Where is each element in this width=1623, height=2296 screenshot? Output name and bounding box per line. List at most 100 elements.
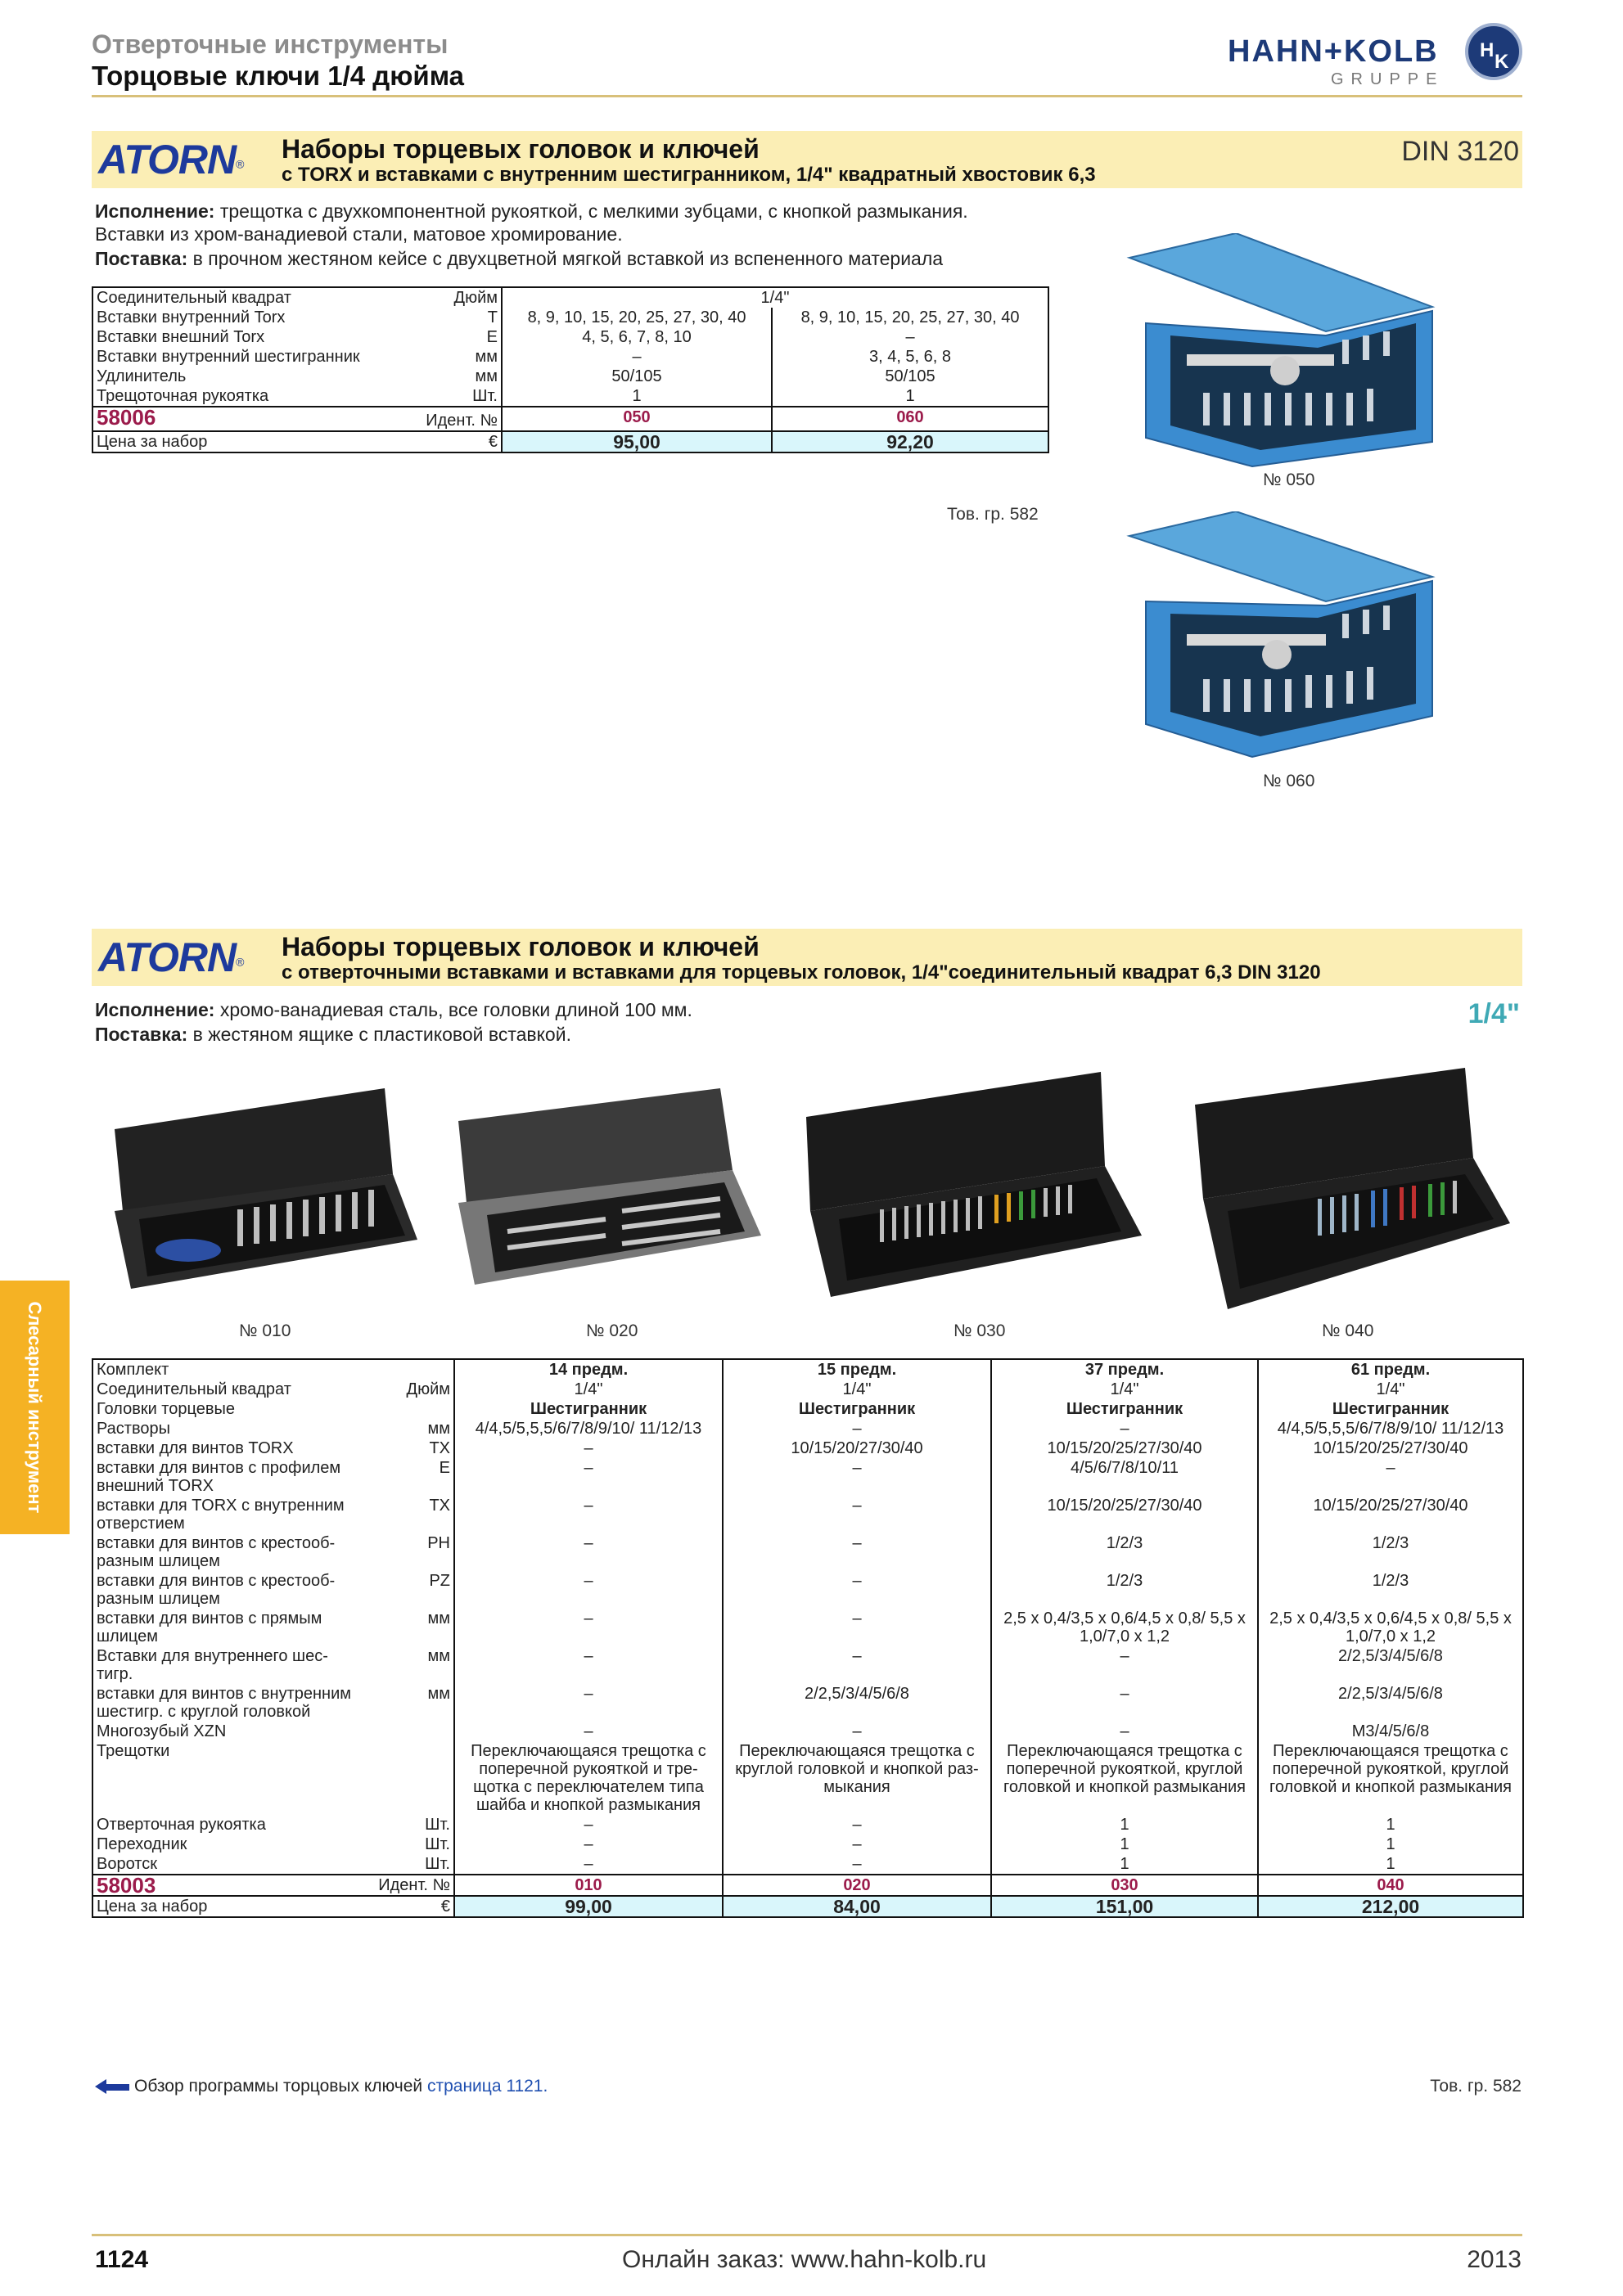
header-category: Отверточные инструменты [92, 29, 449, 59]
row-unit: мм [427, 1685, 451, 1703]
row-value: Переключающаяся трещотка с поперечной ру… [453, 1741, 723, 1815]
logo-gruppe: GRUPPE [1331, 70, 1445, 88]
row-value: 1 [501, 386, 773, 407]
row-value: 1/2/3 [990, 1533, 1258, 1571]
row-value: 50/105 [772, 367, 1049, 386]
row-value: – [722, 1458, 991, 1496]
table-row: Трещотки Переключающаяся трещотка с попер… [92, 1741, 1524, 1815]
row-value: 1 [772, 386, 1049, 407]
section2-header: ATORN® Наборы торцевых головок и ключей … [92, 929, 1522, 986]
row-value: – [722, 1815, 991, 1835]
row-label: вставки для винтов с крестооб-разным шли… [92, 1571, 359, 1609]
row-value: 1/4" [453, 1380, 723, 1399]
row-value: 14 предм. [453, 1358, 723, 1380]
section2-caption-040: № 040 [1322, 1321, 1374, 1340]
row-value: – [722, 1571, 991, 1609]
row-value: – [1257, 1458, 1524, 1496]
ident-value: 020 [722, 1874, 991, 1896]
row-unit: TX [429, 1439, 450, 1457]
row-value: 61 предм. [1257, 1358, 1524, 1380]
price-value: 99,00 [453, 1895, 723, 1918]
row-value: 3, 4, 5, 6, 8 [772, 347, 1049, 367]
price-label-text: Цена за набор [97, 433, 208, 451]
row-label: Трещотки [92, 1741, 359, 1815]
row-value: – [453, 1609, 723, 1646]
row-label: Отверточная рукоятка [92, 1815, 359, 1835]
table-row: вставки для винтов с профилем внешний TO… [92, 1458, 1524, 1496]
online-order[interactable]: Онлайн заказ: www.hahn-kolb.ru [622, 2246, 987, 2273]
page-number: 1124 [95, 2246, 149, 2273]
price-value: 151,00 [990, 1895, 1258, 1918]
row-unit: мм [427, 1609, 451, 1627]
section1-header: ATORN® Наборы торцевых головок и ключей … [92, 131, 1522, 188]
row-value: – [990, 1646, 1258, 1684]
row-value: – [453, 1835, 723, 1854]
row-value: 4/5/6/7/8/10/11 [990, 1458, 1258, 1496]
product-image-050 [1126, 233, 1436, 468]
section2-size-badge: 1/4" [1467, 998, 1520, 1029]
ident-label: Идент. № [359, 1874, 454, 1896]
header-subtitle: Торцовые ключи 1/4 дюйма [92, 61, 465, 91]
section1-caption-050: № 050 [1263, 470, 1315, 489]
row-value: 2,5 x 0,4/3,5 x 0,6/4,5 x 0,8/ 5,5 x 1,0… [990, 1609, 1258, 1646]
section2-title: Наборы торцевых головок и ключей [282, 932, 760, 961]
row-value: – [453, 1854, 723, 1875]
row-unit [359, 1722, 454, 1741]
row-unit: Шт. [425, 1835, 450, 1853]
row-unit: E [439, 1459, 450, 1477]
row-value: Шестигранник [990, 1399, 1258, 1419]
row-value: – [722, 1646, 991, 1684]
row-label: Комплект [92, 1358, 359, 1380]
section1-group: Тов. гр. 582 [947, 505, 1039, 524]
currency: € [488, 433, 498, 451]
row-unit: мм [427, 1647, 451, 1665]
row-value: – [453, 1684, 723, 1722]
product-image-020 [458, 1088, 761, 1285]
table-row: вставки для винтов с крестооб-разным шли… [92, 1533, 1524, 1571]
row-label-text: Соединительный квадрат [97, 289, 291, 307]
currency: € [359, 1895, 454, 1918]
row-label-text: Вставки внутренний Torx [97, 308, 286, 326]
row-label: Воротск [92, 1854, 359, 1875]
side-tab[interactable]: Слесарный инструмент [0, 1281, 70, 1534]
row-value: 2/2,5/3/4/5/6/8 [1257, 1646, 1524, 1684]
product-image-060 [1126, 511, 1436, 759]
section2-caption-030: № 030 [954, 1321, 1006, 1340]
product-image-010 [115, 1088, 417, 1289]
section2-caption-020: № 020 [586, 1321, 638, 1340]
row-unit: Шт. [425, 1816, 450, 1834]
table-row: вставки для винтов с крестооб-разным шли… [92, 1571, 1524, 1609]
row-value: 1 [990, 1854, 1258, 1875]
row-value: 15 предм. [722, 1358, 991, 1380]
row-unit: мм [475, 367, 498, 385]
price-label: Цена за набор [92, 1895, 359, 1918]
row-label-text: Трещоточная рукоятка [97, 387, 269, 405]
row-unit: E [486, 328, 498, 346]
row-value: Шестигранник [1257, 1399, 1524, 1419]
row-value: – [990, 1684, 1258, 1722]
row-value: – [501, 347, 773, 367]
row-label: вставки для винтов TORX [92, 1438, 359, 1458]
row-label: Переходник [92, 1835, 359, 1854]
row-value: – [722, 1722, 991, 1741]
page-link[interactable]: страница 1121. [426, 2077, 548, 2096]
row-label: Вставки для внутреннего шес-тигр. [92, 1646, 359, 1684]
section2-subtitle: с отверточными вставками и вставками для… [282, 961, 1321, 984]
product-image-030 [806, 1072, 1142, 1297]
row-value: 4/4,5/5,5,5/6/7/8/9/10/ 11/12/13 [453, 1419, 723, 1438]
row-label: Растворы [92, 1419, 359, 1438]
row-label: Головки торцевые [92, 1399, 359, 1419]
row-label: Многозубый XZN [92, 1722, 359, 1741]
row-value: 50/105 [501, 367, 773, 386]
